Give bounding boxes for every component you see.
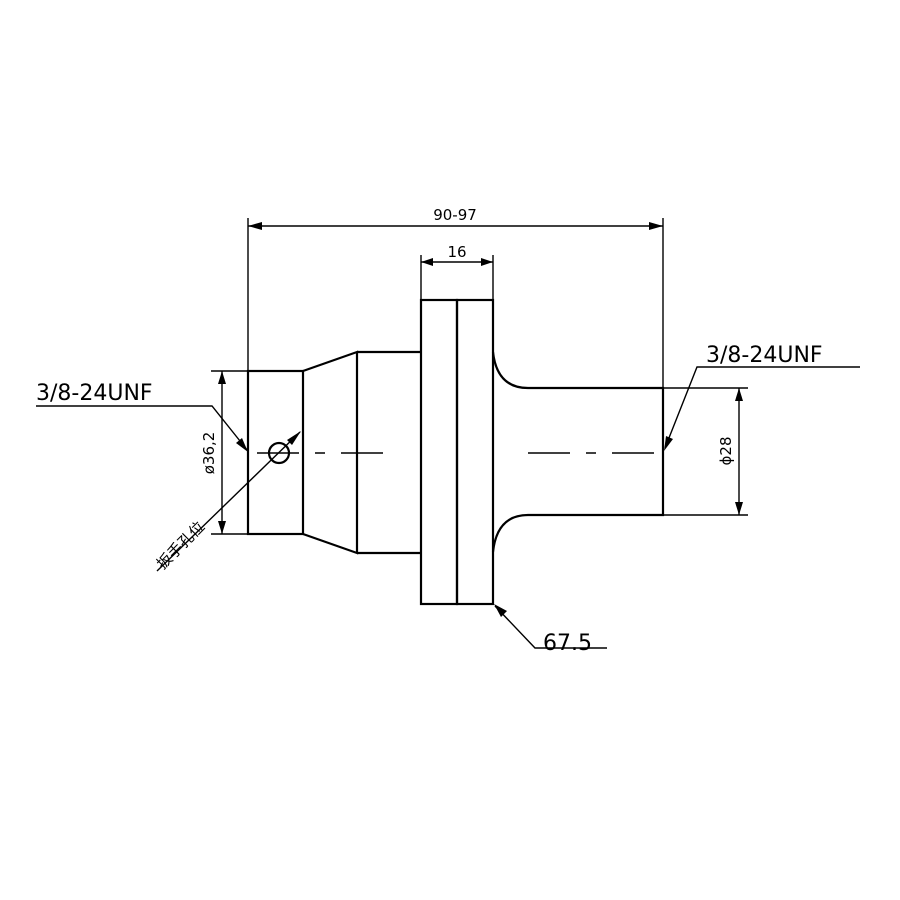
leader-flange-diameter: 67.5 [494,604,607,656]
right-thread-label: 3/8-24UNF [706,343,823,368]
dim-overall-length: 90-97 [247,206,664,388]
right-shaft [491,351,665,553]
flange-thickness-label: 16 [447,243,466,261]
part-outline [246,298,665,606]
right-diameter-label: ϕ28 [717,437,735,466]
left-cylinder [246,369,305,536]
flange-diameter-label: 67.5 [543,631,592,656]
leader-wrench-hole: 扳手孔位 [153,431,301,573]
wrench-hole-label: 扳手孔位 [153,518,208,573]
overall-length-label: 90-97 [433,206,477,224]
dim-right-diameter: ϕ28 [663,387,748,516]
flange-plate-right [455,298,495,606]
left-thread-label: 3/8-24UNF [36,381,153,406]
dim-left-diameter: ø36,2 [200,370,248,535]
left-diameter-label: ø36,2 [200,432,218,475]
flange-plate-left [419,298,459,606]
left-hub [357,350,421,555]
leader-left-thread: 3/8-24UNF [36,381,249,452]
dim-flange-thickness: 16 [420,243,494,300]
leader-right-thread: 3/8-24UNF [664,343,860,451]
